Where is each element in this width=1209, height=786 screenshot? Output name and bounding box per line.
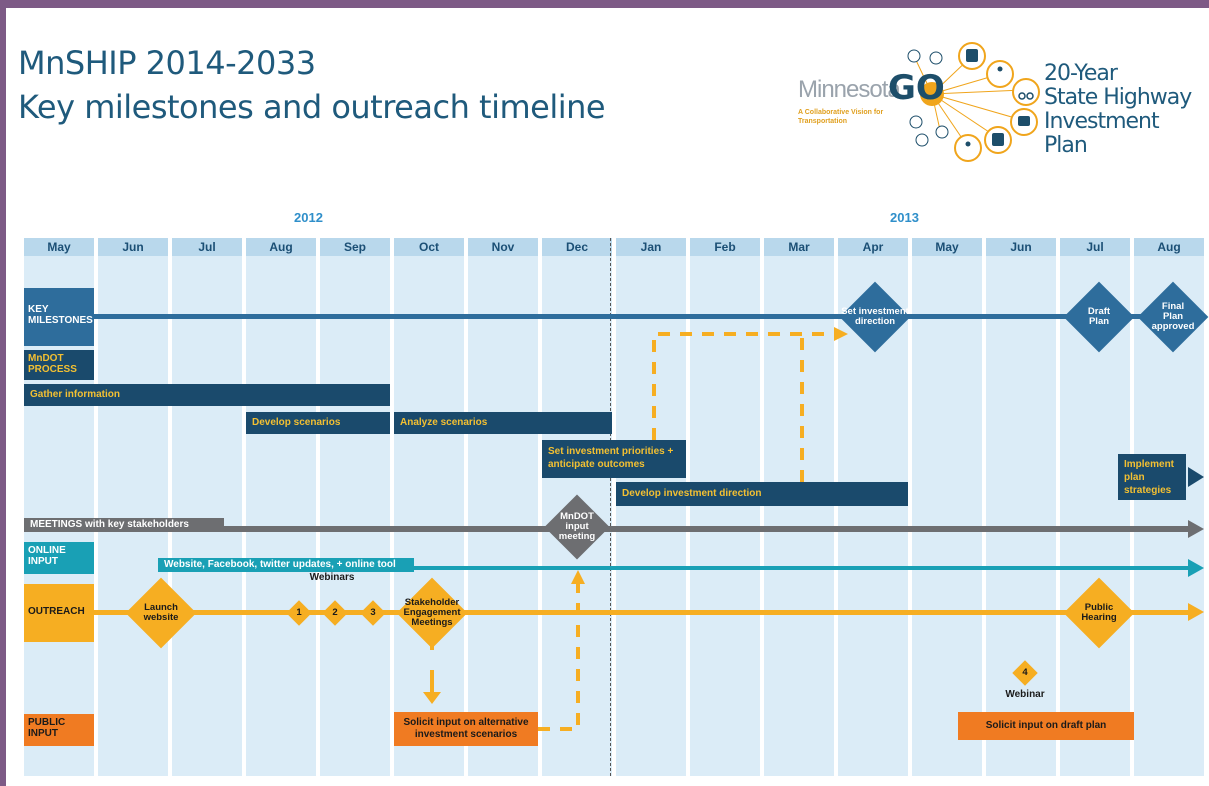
meetings-arrow-icon (1188, 520, 1204, 538)
month-label: Dec (542, 238, 612, 256)
milestone-set-investment-direction: Set investment direction (839, 281, 911, 353)
logo-go-letters: GO (888, 68, 945, 108)
outreach-public-hearing: Public Hearing (1063, 577, 1135, 649)
row-label-meetings: MEETINGS with key stakeholders (24, 518, 224, 532)
webinar-1: 1 (286, 600, 312, 626)
logo-plan-line1: 20-Year (1044, 61, 1118, 86)
outreach-launch-website: Launch website (125, 577, 197, 649)
month-column (690, 238, 760, 776)
outreach-stakeholder-meetings: Stakeholder Engagement Meetings (394, 577, 470, 649)
infographic-sheet: MnSHIP 2014-2033 Key milestones and outr… (6, 8, 1209, 786)
bar-implement-line2: plan (1124, 472, 1145, 483)
month-label: Jun (98, 238, 168, 256)
month-column (912, 238, 982, 776)
milestone-track (86, 314, 1198, 319)
webinar-4-label: Webinar (1005, 689, 1045, 700)
bar-solicit-draft-plan: Solicit input on draft plan (958, 712, 1134, 740)
bar-implement-line1: Implement (1124, 459, 1175, 470)
online-arrow-icon (1188, 559, 1204, 577)
month-label: Jul (172, 238, 242, 256)
bar-set-priorities: Set investment priorities + anticipate o… (542, 440, 686, 478)
logo-tagline: A Collaborative Vision for Transportatio… (798, 109, 884, 125)
month-label: Aug (1134, 238, 1204, 256)
page-title: MnSHIP 2014-2033 (18, 44, 316, 82)
bar-develop-investment-direction: Develop investment direction (616, 482, 908, 506)
row-label-outreach: OUTREACH (24, 584, 94, 642)
month-column (246, 238, 316, 776)
month-label: Oct (394, 238, 464, 256)
month-label: Jun (986, 238, 1056, 256)
month-column (986, 238, 1056, 776)
bar-gather-information: Gather information (24, 384, 390, 406)
bar-implement-line3: strategies (1124, 485, 1172, 496)
bar-implement-strategies: Implement plan strategies (1118, 454, 1186, 500)
month-column (616, 238, 686, 776)
milestone-final-plan-approved: Final Plan approved (1137, 281, 1209, 353)
bar-online-tools: Website, Facebook, twitter updates, + on… (158, 558, 414, 572)
month-column (98, 238, 168, 776)
bar-solicit-alternative-line1: Solicit input on alternative (403, 717, 529, 728)
month-label: Jul (1060, 238, 1130, 256)
year-label-2013: 2013 (890, 210, 919, 225)
logo-go-text: GO (888, 68, 945, 108)
bar-set-priorities-line1: Set investment priorities + (548, 446, 674, 457)
bar-develop-scenarios: Develop scenarios (246, 412, 390, 434)
logo-minnesota-text: Minnesota (798, 76, 901, 103)
month-label: May (912, 238, 982, 256)
bar-analyze-scenarios: Analyze scenarios (394, 412, 612, 434)
implement-arrow-icon (1188, 467, 1204, 487)
online-track (158, 566, 1188, 570)
milestone-draft-plan: Draft Plan (1063, 281, 1135, 353)
webinar-2: 2 (322, 600, 348, 626)
month-column (764, 238, 834, 776)
month-label: Apr (838, 238, 908, 256)
bar-solicit-alternative-line2: investment scenarios (414, 729, 518, 740)
bar-solicit-alternative-scenarios: Solicit input on alternative investment … (394, 712, 538, 746)
year-label-2012: 2012 (294, 210, 323, 225)
minnesota-go-logo: Minnesota GO A Collaborative Vision for … (792, 38, 1192, 168)
row-label-online-input: ONLINE INPUT (24, 542, 94, 574)
month-column (172, 238, 242, 776)
month-label: May (24, 238, 94, 256)
meeting-mndot-input: MnDOT input meeting (544, 494, 610, 560)
month-column (394, 238, 464, 776)
row-label-mndot-process: MnDOT PROCESS (24, 350, 94, 380)
to-milestone-arrow-icon (834, 327, 848, 341)
row-label-public-input: PUBLIC INPUT (24, 714, 94, 746)
month-column (468, 238, 538, 776)
logo-plan-line2: State Highway (1044, 85, 1192, 110)
month-label: Feb (690, 238, 760, 256)
to-public-input-arrow-icon (423, 692, 441, 704)
page-subtitle: Key milestones and outreach timeline (18, 88, 606, 126)
month-column (320, 238, 390, 776)
row-label-key-milestones: KEY MILESTONES (24, 288, 94, 346)
logo-plan-line3: Investment Plan (1044, 109, 1160, 158)
webinars-label: Webinars (309, 572, 355, 583)
logo-plan-title: 20-Year State Highway Investment Plan (1044, 62, 1192, 158)
month-label: Nov (468, 238, 538, 256)
transport-icons-cluster-icon (907, 42, 1040, 162)
month-label: Sep (320, 238, 390, 256)
outreach-arrow-icon (1188, 603, 1204, 621)
webinar-4: 4 (1012, 660, 1038, 686)
year-divider (610, 238, 611, 776)
month-label: Mar (764, 238, 834, 256)
webinar-3: 3 (360, 600, 386, 626)
month-label: Jan (616, 238, 686, 256)
month-label: Aug (246, 238, 316, 256)
to-meeting-arrow-icon (571, 570, 585, 584)
bar-set-priorities-line2: anticipate outcomes (548, 459, 645, 470)
outreach-track (86, 610, 1188, 615)
